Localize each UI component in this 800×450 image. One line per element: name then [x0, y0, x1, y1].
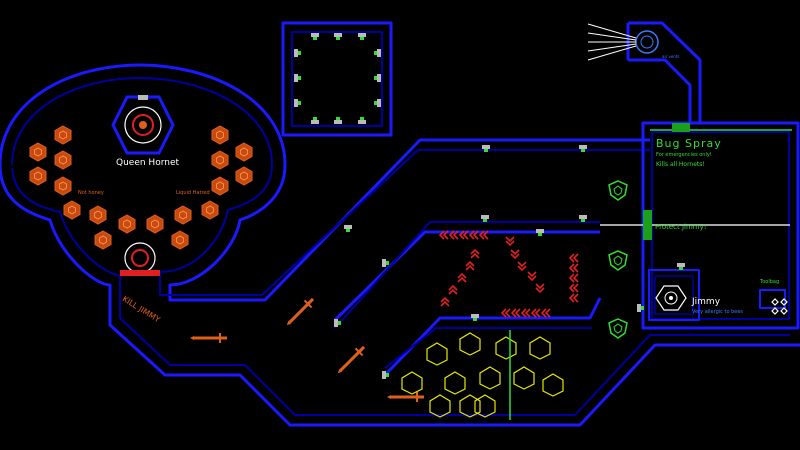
yellow-hex-grid [401, 332, 564, 418]
kill-jimmy-hornet [120, 242, 160, 276]
bug-spray-line2: Kills all Hornets! [656, 161, 705, 168]
red-chevrons [439, 230, 579, 318]
jimmy-label: Jimmy [692, 297, 721, 307]
honeycomb-cells [29, 125, 253, 250]
not-honey-label: Not honey [78, 190, 104, 196]
jimmy-sub-label: Very allergic to bees [692, 309, 744, 315]
toolbag-label: Toolbag [760, 279, 780, 285]
liquid-hatred-label: Liquid Hatred [176, 190, 210, 196]
queen-hornet-chamber [111, 95, 175, 155]
bug-spray-room [600, 123, 792, 240]
jimmy-avatar [655, 285, 687, 311]
queen-hornet-label: Queen Hornet [116, 158, 180, 168]
bug-spray-title: Bug Spray [656, 137, 722, 150]
bug-spray-line1: For emergencies only! [656, 152, 712, 158]
air-vents-label: air vents [662, 54, 680, 59]
air-vent [587, 23, 659, 61]
protect-jimmy-label: Protect Jimmy! [655, 223, 707, 231]
green-shields [608, 180, 628, 339]
toolbag-icon [771, 298, 788, 315]
square-room-lamps [294, 33, 381, 124]
swords [188, 293, 426, 404]
